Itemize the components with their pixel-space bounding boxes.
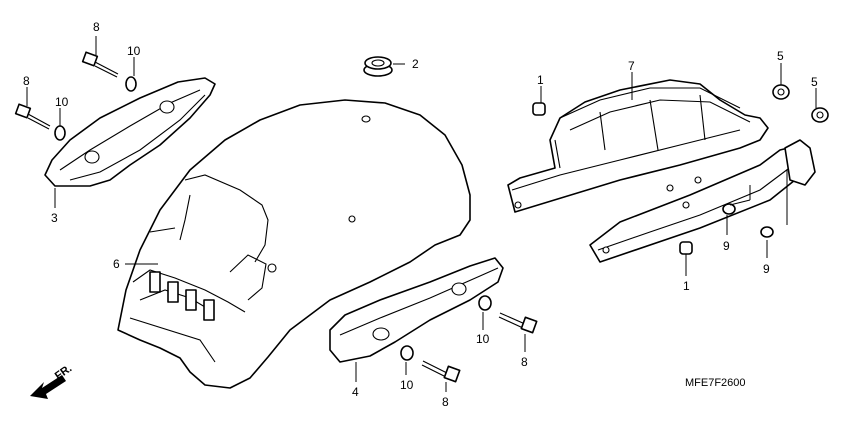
part-3-left-side-cover [44,77,216,187]
callout-9-screw-b: 9 [763,262,770,276]
part-9-screw-a [722,203,736,215]
bolt-8-lower-b [421,360,461,383]
front-direction-arrow: FR. [30,362,74,399]
part-5-grommet-a [772,84,790,100]
callout-9-screw-a: 9 [723,239,730,253]
callout-8-bolt-lower-a: 8 [521,355,528,369]
washer-10-left [54,125,66,141]
callout-4-side-cover: 4 [352,385,359,399]
bolt-8-upper [81,51,119,78]
callout-3-side-cover: 3 [51,211,58,225]
callout-8-bolt-lower-b: 8 [442,395,449,409]
part-6-rear-fender [117,99,471,389]
callout-5-grommet-b: 5 [811,75,818,89]
callout-1-nut-upper: 1 [537,73,544,87]
diagram-code: MFE7F2600 [685,377,746,389]
washer-10-lower-a [478,295,492,311]
callout-1-nut-lower: 1 [683,279,690,293]
callout-7-bracket: 7 [628,59,635,73]
callout-8-bolt-upper: 8 [93,20,100,34]
callout-6-rear-fender: 6 [113,257,120,271]
callout-10-washer-lower-b: 10 [400,378,414,392]
part-1-nut-lower [679,241,693,255]
part-1-nut-upper [532,102,546,116]
washer-10-upper [125,76,137,92]
part-2-grommet [363,56,393,77]
callout-10-washer-upper: 10 [127,44,141,58]
part-4-right-side-cover [329,257,504,363]
callout-5-grommet-a: 5 [777,49,784,63]
part-9-screw-b [760,226,774,238]
callout-10-washer-left: 10 [55,95,69,109]
part-5-grommet-b [811,107,829,123]
part-7-rear-bracket [507,79,816,263]
callout-2-grommet: 2 [412,57,419,71]
bolt-8-left [14,103,51,130]
washer-10-lower-b [400,345,414,361]
bolt-8-lower-a [498,312,538,334]
callout-10-washer-lower-a: 10 [476,332,490,346]
leader-lines [26,36,817,392]
callout-8-bolt-left: 8 [23,74,30,88]
